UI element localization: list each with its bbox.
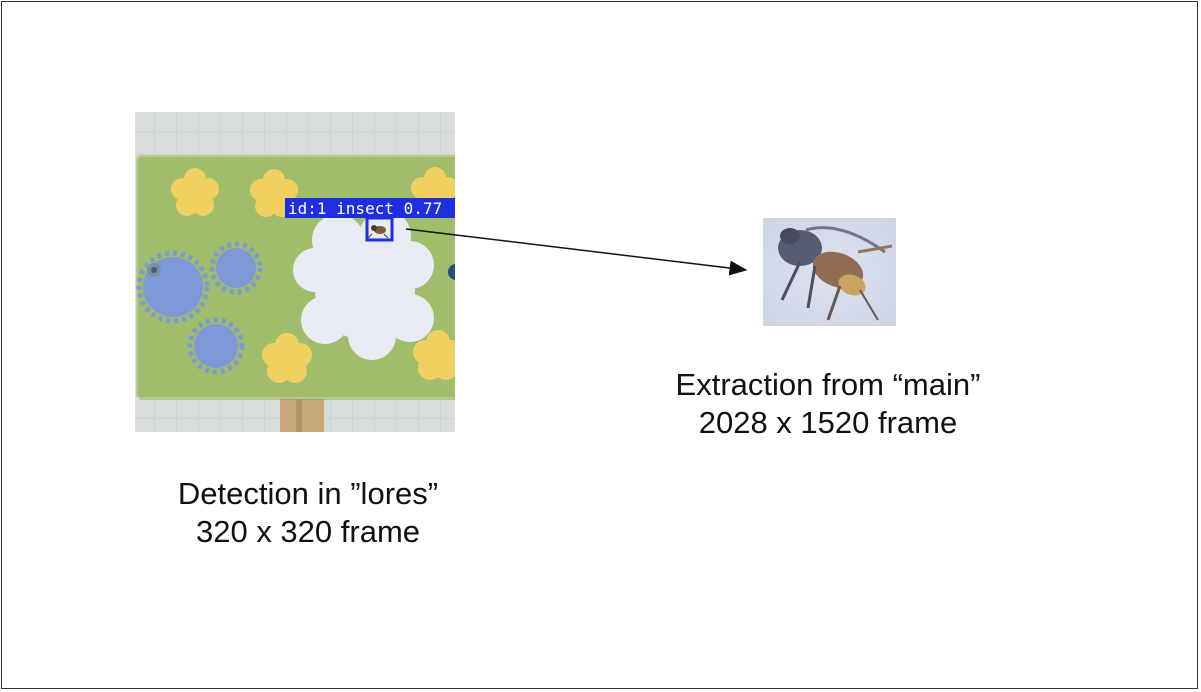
screw	[448, 264, 455, 280]
insect-icon	[367, 225, 389, 239]
insect-icon	[778, 226, 893, 321]
main-caption-title: Extraction from “main”	[675, 367, 981, 402]
lores-caption-title: Detection in ”lores”	[177, 476, 439, 511]
detection-label: id:1 insect 0.77	[288, 199, 442, 218]
blue-flower-decorations	[136, 241, 263, 375]
detection-label-background	[285, 198, 455, 218]
main-frame-crop-image	[763, 218, 896, 326]
lores-caption-size: 320 x 320 frame	[195, 514, 421, 549]
detection-bounding-box	[365, 216, 394, 242]
white-cloud-shape	[293, 210, 434, 360]
lores-detection-image: id:1 insect 0.77	[135, 112, 455, 432]
lores-caption: Detection in ”lores” 320 x 320 frame	[108, 475, 508, 551]
main-caption: Extraction from “main” 2028 x 1520 frame	[608, 366, 1048, 442]
arrow-right-icon	[405, 228, 748, 276]
main-caption-size: 2028 x 1520 frame	[698, 405, 958, 440]
